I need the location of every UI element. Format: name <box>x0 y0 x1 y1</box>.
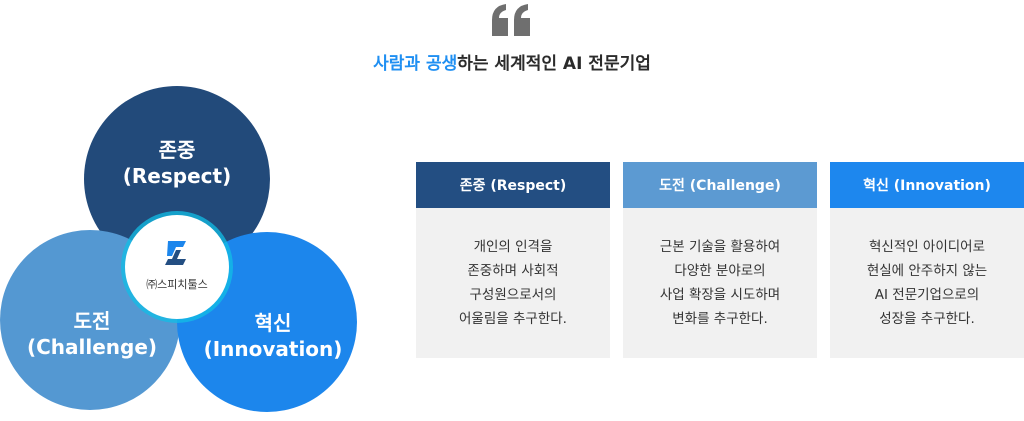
headline: 사람과 공생하는 세계적인 AI 전문기업 <box>0 49 1024 74</box>
innovation-card: 혁신 (Innovation) 혁신적인 아이디어로 현실에 안주하지 않는 A… <box>830 162 1024 358</box>
challenge-card-text: 근본 기술을 활용하여 다양한 분야로의 사업 확장을 시도하며 변화를 추구한… <box>659 239 781 327</box>
respect-card-body: 개인의 인격을 존중하며 사회적 구성원으로서의 어울림을 추구한다. <box>416 208 610 358</box>
headline-rest: 하는 세계적인 AI 전문기업 <box>457 54 651 74</box>
innovation-card-text: 혁신적인 아이디어로 현실에 안주하지 않는 AI 전문기업으로의 성장을 추구… <box>866 239 988 327</box>
innovation-card-body: 혁신적인 아이디어로 현실에 안주하지 않는 AI 전문기업으로의 성장을 추구… <box>830 208 1024 358</box>
respect-card-text: 개인의 인격을 존중하며 사회적 구성원으로서의 어울림을 추구한다. <box>459 239 567 327</box>
challenge-card-title: 도전 (Challenge) <box>623 162 817 208</box>
quote-mark-icon <box>492 4 530 36</box>
company-logo: ㈜스피치툴스 <box>125 215 229 319</box>
challenge-card-body: 근본 기술을 활용하여 다양한 분야로의 사업 확장을 시도하며 변화를 추구한… <box>623 208 817 358</box>
challenge-card: 도전 (Challenge) 근본 기술을 활용하여 다양한 분야로의 사업 확… <box>623 162 817 358</box>
company-logo-text: ㈜스피치툴스 <box>146 278 208 291</box>
values-venn-diagram: 존중 (Respect) 도전 (Challenge) 혁신 (Innovati… <box>0 80 360 421</box>
respect-circle-label: 존중 (Respect) <box>122 138 232 188</box>
respect-card-title: 존중 (Respect) <box>416 162 610 208</box>
company-logo-icon <box>165 241 186 265</box>
innovation-circle-label: 혁신 (Innovation) <box>203 311 343 361</box>
innovation-card-title: 혁신 (Innovation) <box>830 162 1024 208</box>
challenge-circle-label: 도전 (Challenge) <box>26 309 158 359</box>
headline-accent: 사람과 공생 <box>373 54 458 74</box>
respect-card: 존중 (Respect) 개인의 인격을 존중하며 사회적 구성원으로서의 어울… <box>416 162 610 358</box>
